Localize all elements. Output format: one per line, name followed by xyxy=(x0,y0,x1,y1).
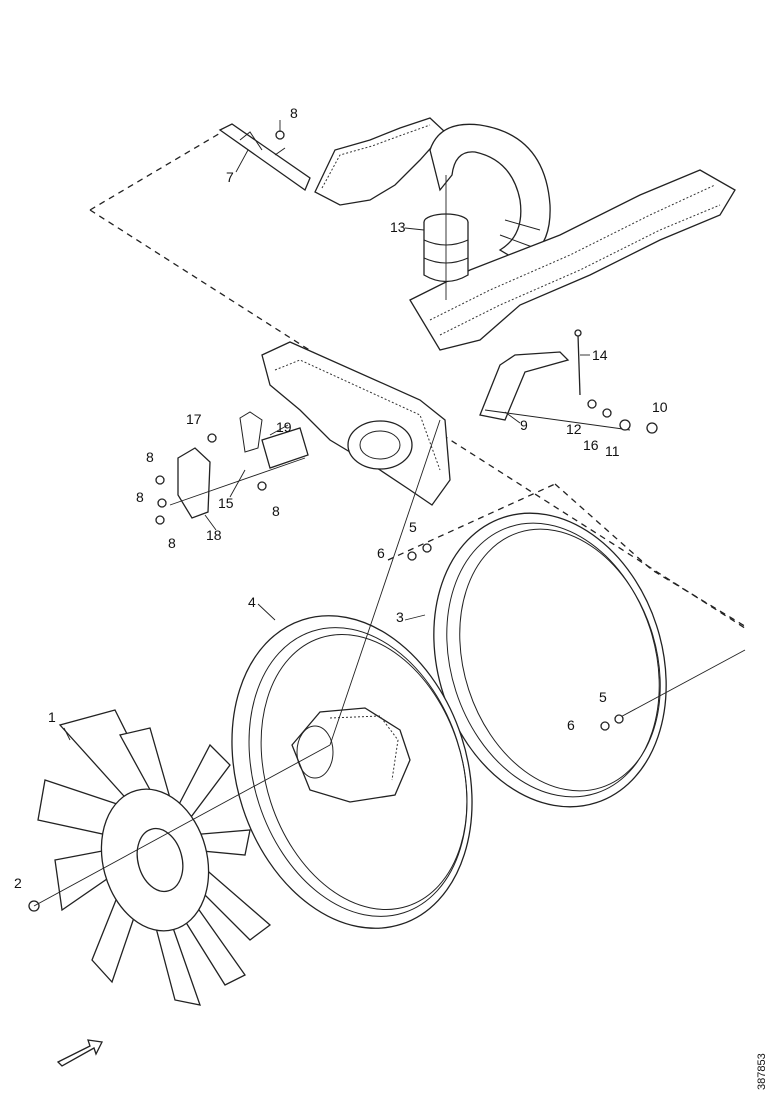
callout-bolt-left-3: 8 xyxy=(168,535,176,551)
callout-fan: 1 xyxy=(48,709,56,725)
callout-bolt-17: 17 xyxy=(186,411,202,427)
callout-hose-clamp: 13 xyxy=(390,219,406,235)
callout-fan-nut: 2 xyxy=(14,875,22,891)
callout-bracket-right: 9 xyxy=(520,417,528,433)
callout-washer-a: 5 xyxy=(409,519,417,535)
callout-washer-right: 11 xyxy=(605,443,620,459)
callout-bracket-left: 7 xyxy=(226,169,234,185)
callout-shroud-inner: 4 xyxy=(248,594,256,610)
left-mounting-hardware xyxy=(155,411,309,525)
callout-spacer: 16 xyxy=(583,437,599,453)
fan-drive-housing xyxy=(261,341,451,506)
assembly-axis-lines xyxy=(33,419,746,907)
callout-bolt-left-2: 8 xyxy=(136,489,144,505)
callout-shroud-outer: 3 xyxy=(396,609,404,625)
callout-leader-lines xyxy=(63,120,590,741)
hose-connector xyxy=(423,175,469,300)
callout-washer-b: 5 xyxy=(599,689,607,705)
callout-bolt-mid: 8 xyxy=(272,503,280,519)
callout-pin: 15 xyxy=(218,495,234,511)
callout-rod: 14 xyxy=(592,347,608,363)
document-id: 387853 xyxy=(756,1053,768,1090)
cooling-fan xyxy=(28,709,272,1006)
callout-labels: 1 2 3 4 5 6 5 6 7 8 8 8 8 8 9 10 11 12 1… xyxy=(14,105,668,891)
direction-arrow-icon xyxy=(56,1039,103,1067)
callout-plate: 18 xyxy=(206,527,222,543)
fan-shroud-outer-ring xyxy=(433,512,667,808)
callout-bolt-top: 8 xyxy=(290,105,298,121)
charge-air-pipe-assembly xyxy=(314,117,736,351)
callout-tube: 19 xyxy=(276,419,292,435)
callout-nut-a: 6 xyxy=(377,545,385,561)
shroud-fasteners xyxy=(407,543,624,731)
callout-nut-b: 6 xyxy=(567,717,575,733)
left-bracket xyxy=(218,123,311,191)
callout-washer-12: 12 xyxy=(566,421,582,437)
fan-hub-coupling xyxy=(291,707,411,803)
callout-bolt-left-1: 8 xyxy=(146,449,154,465)
right-bracket-and-rod xyxy=(479,329,658,434)
callout-nut-right: 10 xyxy=(652,399,668,415)
